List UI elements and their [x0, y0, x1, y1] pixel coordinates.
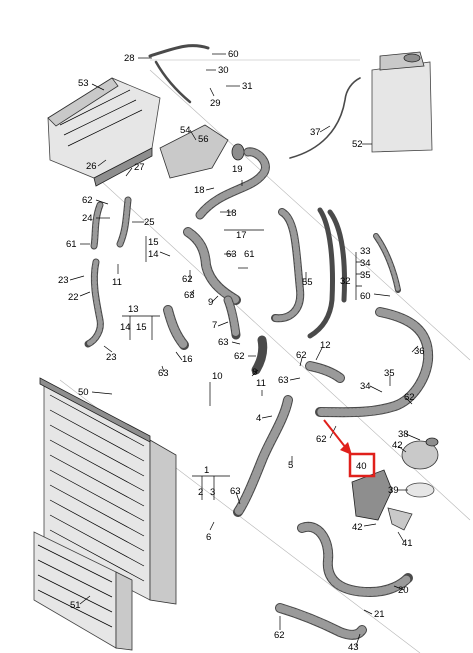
callout-43: 43 — [348, 642, 359, 653]
callout-24: 24 — [82, 213, 93, 224]
callout-2: 2 — [198, 487, 203, 498]
callout-53: 53 — [78, 78, 89, 89]
callout-16: 16 — [182, 354, 193, 365]
callout-17: 17 — [236, 230, 247, 241]
callout-61: 61 — [66, 239, 77, 250]
callout-63: 63 — [226, 249, 237, 260]
callout-13: 13 — [128, 304, 139, 315]
part-54-thermostat-housing — [159, 124, 245, 179]
callout-42: 42 — [352, 522, 363, 533]
callout-14: 14 — [120, 322, 131, 333]
callout-55: 55 — [302, 277, 313, 288]
part-50-radiator — [39, 377, 177, 605]
callout-5: 5 — [288, 460, 293, 471]
callout-9: 9 — [208, 297, 213, 308]
callout-8: 8 — [252, 367, 257, 378]
callout-36: 36 — [414, 346, 425, 357]
callout-30: 30 — [218, 65, 229, 76]
callout-21: 21 — [374, 609, 385, 620]
callout-29: 29 — [210, 98, 221, 109]
callout-37: 37 — [310, 127, 321, 138]
callout-62: 62 — [234, 351, 245, 362]
callout-15: 15 — [148, 237, 159, 248]
callout-38: 38 — [398, 429, 409, 440]
callout-11: 11 — [112, 277, 122, 288]
callout-51: 51 — [70, 600, 81, 611]
highlight-arrow — [323, 419, 352, 455]
callout-62: 62 — [404, 392, 415, 403]
callout-34: 34 — [360, 258, 371, 269]
callout-12: 12 — [320, 340, 331, 351]
callout-62: 62 — [82, 195, 93, 206]
callout-41: 41 — [402, 538, 413, 549]
callout-18: 18 — [226, 208, 237, 219]
part-8-hose — [251, 335, 268, 375]
part-41-strap — [387, 507, 413, 531]
callout-15: 15 — [136, 322, 147, 333]
callout-22: 22 — [68, 292, 79, 303]
callout-11: 11 — [256, 378, 266, 389]
callout-54: 54 — [180, 125, 191, 136]
callout-10: 10 — [212, 371, 223, 382]
part-51-cooler — [33, 531, 133, 651]
callout-19: 19 — [232, 164, 243, 175]
part-52-expansion-tank — [371, 51, 433, 153]
callout-61: 61 — [244, 249, 255, 260]
callout-32: 32 — [340, 276, 351, 287]
callout-60: 60 — [228, 49, 239, 60]
callout-labels: 28 60 30 29 31 53 54 56 52 37 26 27 19 1… — [58, 49, 425, 653]
callout-62: 62 — [182, 274, 193, 285]
callout-50: 50 — [78, 387, 89, 398]
part-37-pipe — [289, 77, 361, 159]
callout-1: 1 — [204, 465, 209, 476]
callout-31: 31 — [242, 81, 253, 92]
callout-6: 6 — [206, 532, 211, 543]
highlight-box-40 — [348, 452, 376, 478]
callout-27: 27 — [134, 162, 145, 173]
callout-23: 23 — [58, 275, 69, 286]
callout-3: 3 — [210, 487, 215, 498]
callout-62: 62 — [316, 434, 327, 445]
callout-34: 34 — [360, 381, 371, 392]
part-40-bracket — [351, 469, 393, 521]
callout-63: 63 — [278, 375, 289, 386]
callout-35: 35 — [384, 368, 395, 379]
callout-26: 26 — [86, 161, 97, 172]
callout-7: 7 — [212, 320, 217, 331]
callout-14: 14 — [148, 249, 159, 260]
callout-25: 25 — [144, 217, 155, 228]
callout-40: 40 — [356, 461, 367, 472]
callout-62: 62 — [296, 350, 307, 361]
callout-20: 20 — [398, 585, 409, 596]
callout-39: 39 — [388, 485, 399, 496]
part-53-housing — [47, 77, 161, 187]
callout-63: 63 — [158, 368, 169, 379]
callout-63: 63 — [218, 337, 229, 348]
callout-4: 4 — [256, 413, 261, 424]
part-28-pipe — [148, 44, 210, 104]
callout-23: 23 — [106, 352, 117, 363]
callout-62: 62 — [274, 630, 285, 641]
part-55-manifold — [271, 207, 347, 339]
callout-52: 52 — [352, 139, 363, 150]
callout-63: 63 — [184, 290, 195, 301]
callout-56: 56 — [198, 134, 209, 145]
part-38-pump — [401, 437, 439, 470]
part-20-hose — [297, 521, 413, 597]
callout-35: 35 — [360, 270, 371, 281]
callout-28: 28 — [124, 53, 135, 64]
part-39-band — [405, 482, 435, 498]
callout-33: 33 — [360, 246, 371, 257]
callout-60: 60 — [360, 291, 371, 302]
callout-42: 42 — [392, 440, 403, 451]
callout-63: 63 — [230, 486, 241, 497]
callout-18: 18 — [194, 185, 205, 196]
